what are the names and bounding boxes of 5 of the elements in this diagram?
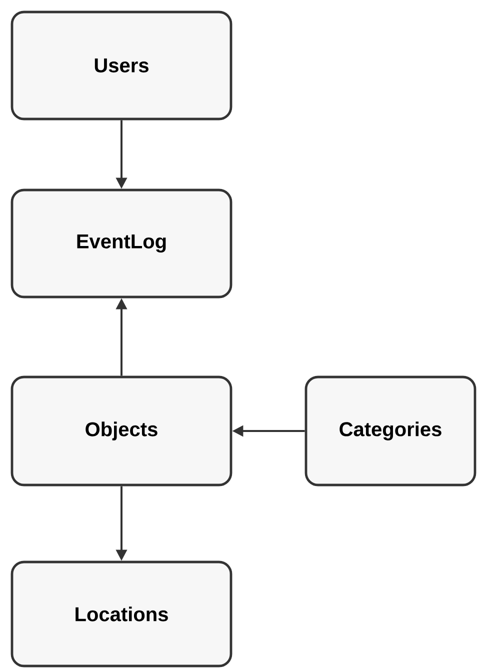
- entity-box: Users: [10, 10, 232, 120]
- entity-box: Categories: [304, 376, 476, 486]
- entity-box: Objects: [10, 376, 232, 486]
- entity-box: EventLog: [10, 188, 232, 298]
- entity-box: Locations: [10, 560, 232, 668]
